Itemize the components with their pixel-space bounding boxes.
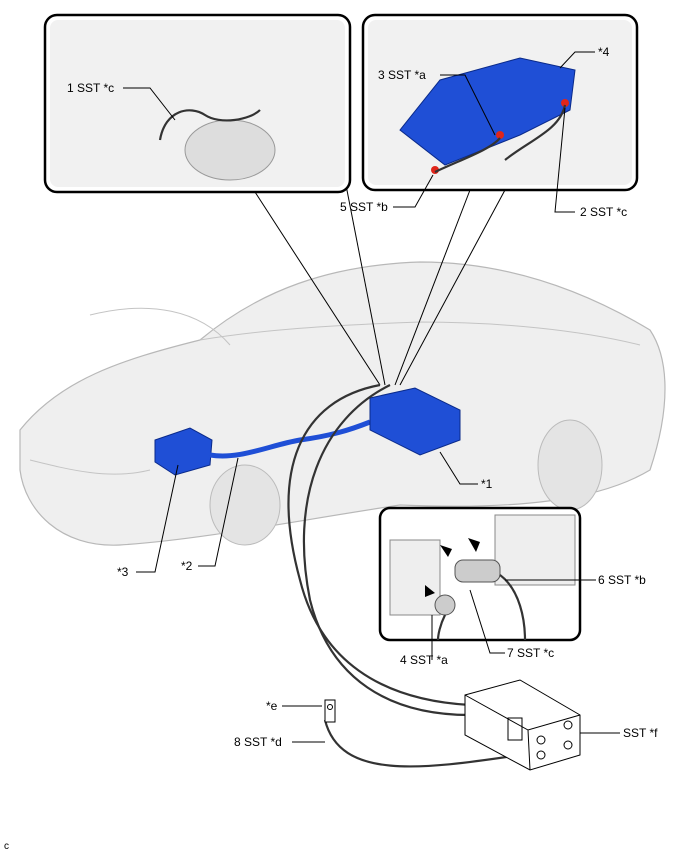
label-star-1: *1: [481, 477, 493, 491]
power-cable-2: [209, 419, 371, 459]
label-4-sst-a: 4 SST *a: [400, 653, 448, 667]
label-6-sst-b: 6 SST *b: [598, 573, 646, 587]
label-2-sst-c: 2 SST *c: [580, 205, 627, 219]
label-star-4: *4: [598, 45, 610, 59]
callout-lines: [254, 179, 506, 386]
inset-engine-bay: [43, 13, 352, 194]
label-8-sst-d: 8 SST *d: [234, 735, 282, 749]
sst-cables: [287, 383, 521, 768]
sst-f-box: [464, 679, 581, 771]
label-sst-f: SST *f: [623, 726, 658, 740]
label-7-sst-c: 7 SST *c: [507, 646, 554, 660]
label-3-sst-a: 3 SST *a: [378, 68, 426, 82]
figure-code: c: [4, 841, 9, 852]
label-star-3: *3: [117, 565, 129, 579]
car-body: [19, 261, 666, 546]
label-1-sst-c: 1 SST *c: [67, 81, 114, 95]
inset-sst-connectors: [378, 506, 582, 642]
hv-battery-1: [369, 387, 461, 456]
inset-battery: [361, 13, 639, 192]
label-star-e: *e: [266, 699, 278, 713]
label-5-sst-b: 5 SST *b: [340, 200, 388, 214]
pcu-component-3: [154, 427, 213, 476]
label-leaders: [123, 51, 620, 743]
outlet-e: [324, 699, 336, 723]
label-star-2: *2: [181, 559, 193, 573]
